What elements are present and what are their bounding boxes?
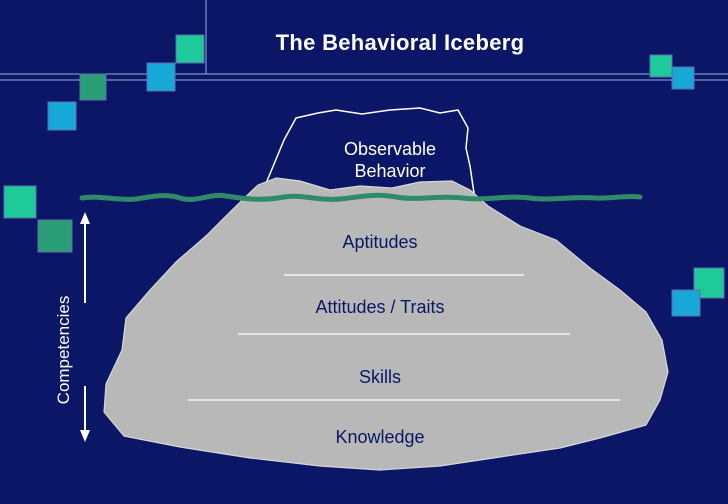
waterline — [79, 192, 643, 202]
tip-label-line2: Behavior — [354, 161, 426, 181]
deco-square — [146, 62, 176, 92]
slide-title: The Behavioral Iceberg — [275, 30, 525, 55]
layer-label-aptitudes: Aptitudes — [342, 232, 418, 252]
deco-square — [37, 219, 73, 253]
deco-square — [671, 66, 695, 90]
deco-square — [649, 54, 673, 78]
deco-square — [79, 73, 107, 101]
arrow-up-icon — [80, 212, 90, 224]
layer-label-skills: Skills — [358, 367, 401, 387]
competencies-label: Competencies — [54, 295, 73, 405]
layer-label-knowledge: Knowledge — [335, 427, 425, 447]
tip-label: Observable Behavior — [300, 138, 480, 182]
deco-square — [3, 185, 37, 219]
layer-label-attitudes-traits: Attitudes / Traits — [315, 297, 445, 317]
iceberg-body — [103, 177, 669, 471]
arrow-down-icon — [80, 430, 90, 442]
deco-square — [175, 34, 205, 64]
deco-square — [47, 101, 77, 131]
tip-label-line1: Observable — [343, 139, 437, 159]
deco-square — [671, 289, 701, 317]
iceberg-tip — [261, 107, 475, 194]
